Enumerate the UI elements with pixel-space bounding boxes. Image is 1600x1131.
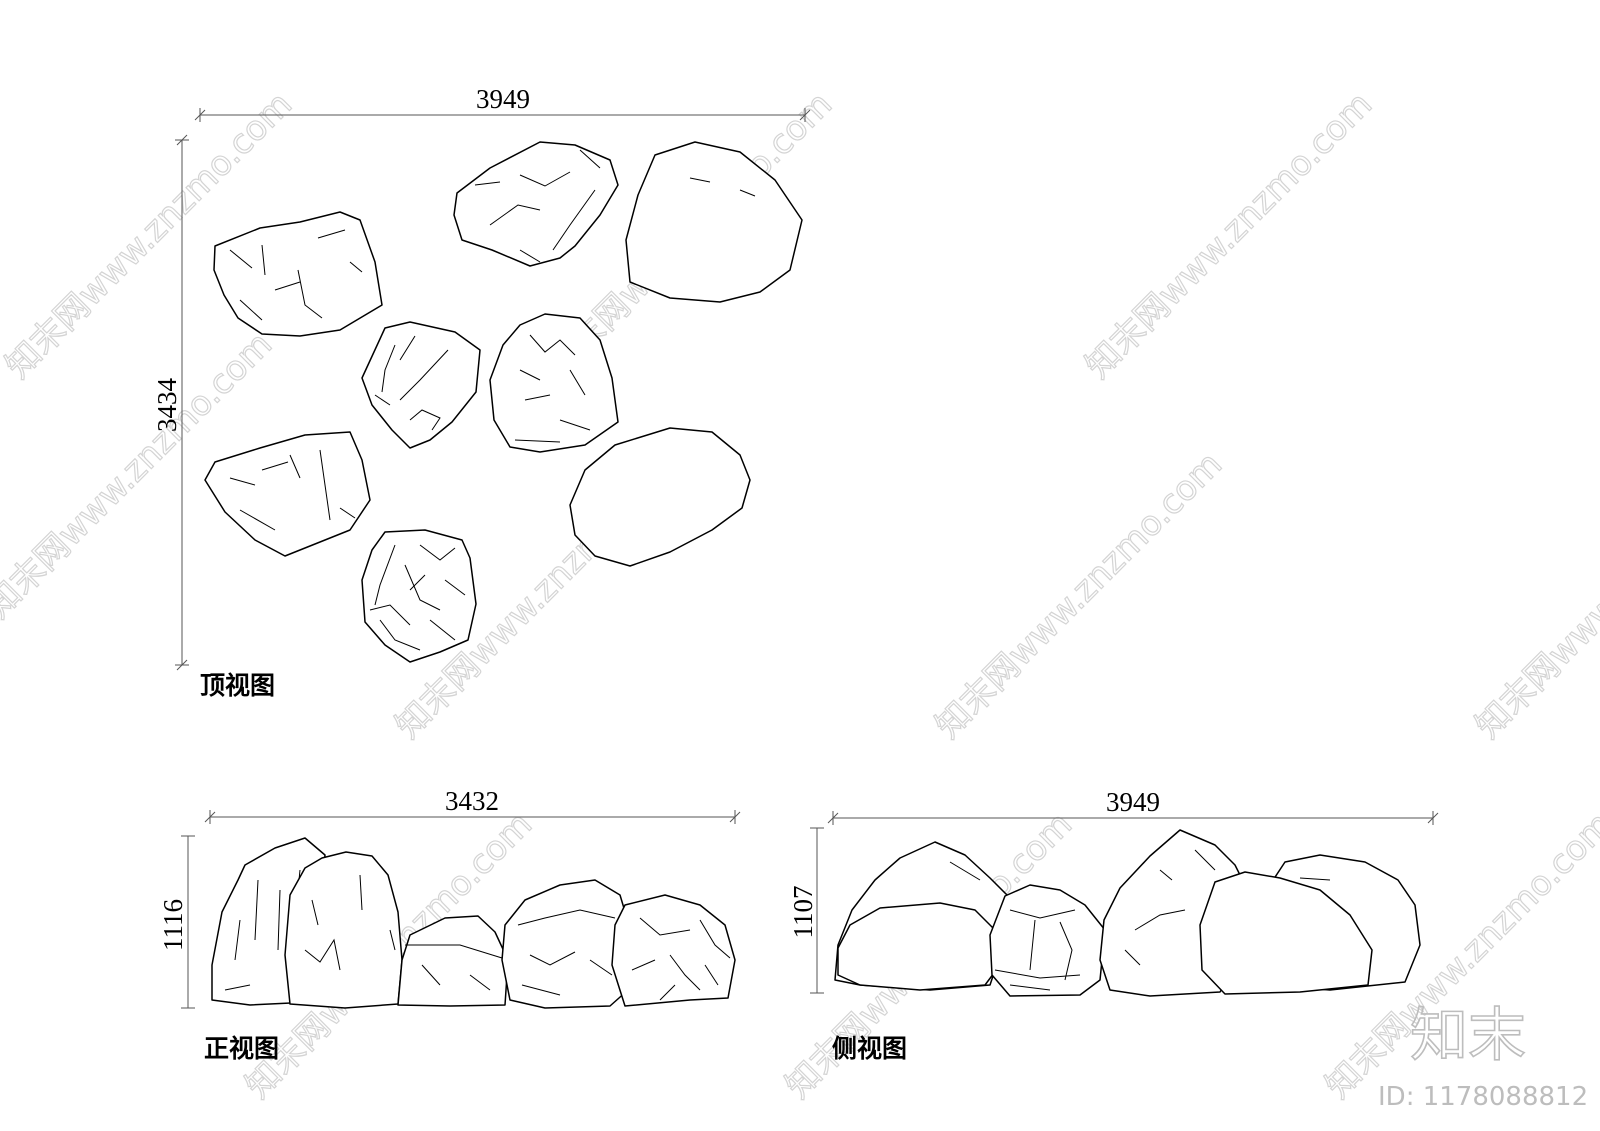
rock	[204, 431, 371, 557]
front-view-label: 正视图	[204, 1034, 279, 1063]
rock	[361, 321, 481, 449]
watermark-text: 知末网www.znzmo.com	[928, 444, 1230, 746]
rock	[989, 884, 1106, 997]
rock	[501, 879, 633, 1009]
front-width-dimension: 3432	[445, 786, 499, 816]
rock	[361, 529, 477, 663]
side-view-rocks	[834, 829, 1421, 997]
rock	[625, 141, 803, 303]
watermark-text: 知末网www.znzmo.com	[1468, 444, 1600, 746]
side-width-dimension: 3949	[1106, 787, 1160, 817]
rock	[284, 851, 403, 1009]
rock	[569, 427, 751, 567]
front-view-dimensions: 3432 1116	[158, 786, 741, 1009]
top-width-dimension: 3949	[476, 84, 530, 114]
rock	[1199, 871, 1373, 995]
top-view-label: 顶视图	[200, 671, 275, 700]
top-view-rocks	[204, 141, 803, 663]
side-height-dimension: 1107	[788, 886, 818, 939]
side-view-dimensions: 3949 1107	[788, 787, 1439, 994]
brand-watermark: 知末	[1410, 1001, 1526, 1069]
id-watermark: ID: 1178088812	[1378, 1082, 1588, 1112]
rock	[611, 894, 736, 1007]
watermark-text: 知末网www.znzmo.com	[1078, 84, 1380, 386]
rock	[489, 313, 619, 453]
rock	[213, 211, 383, 337]
top-view-dimensions: 3949 3434	[152, 84, 811, 671]
side-view-label: 侧视图	[832, 1034, 907, 1063]
top-height-dimension: 3434	[152, 378, 182, 433]
front-view-rocks	[211, 837, 736, 1009]
rock	[453, 141, 619, 267]
front-height-dimension: 1116	[158, 899, 188, 951]
